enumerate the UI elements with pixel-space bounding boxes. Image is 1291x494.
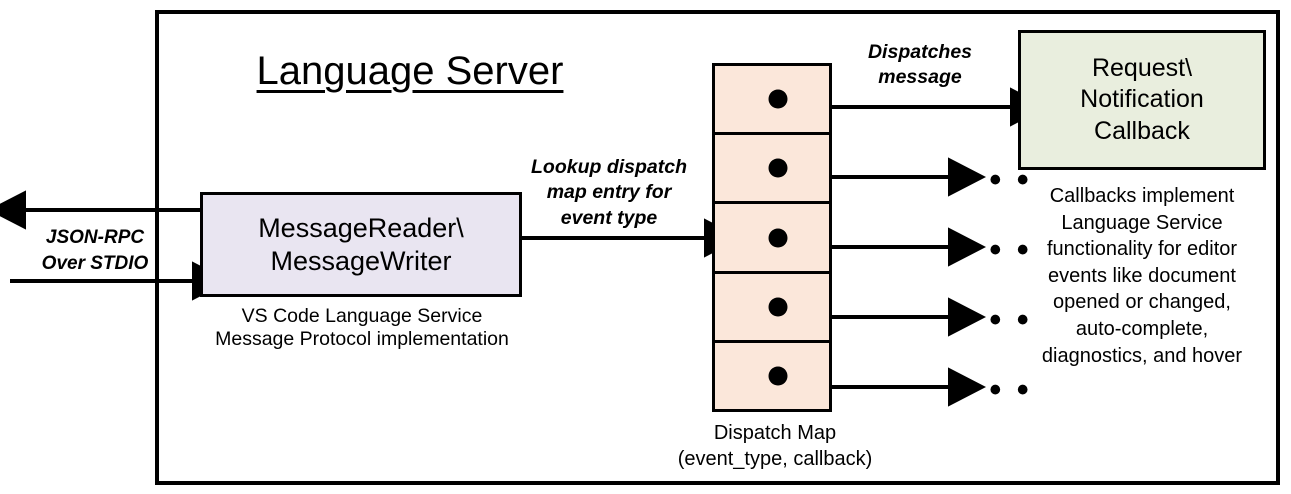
callback-dot-icon (768, 297, 788, 317)
table-row[interactable] (715, 135, 829, 205)
dispatch-map-caption: Dispatch Map (event_type, callback) (677, 422, 873, 470)
table-row[interactable] (715, 274, 829, 343)
message-reader-writer-label: MessageReader\ MessageWriter (258, 212, 464, 276)
jsonrpc-protocol-label: JSON-RPC Over STDIO (41, 227, 149, 274)
message-reader-writer-caption: VS Code Language Service Message Protoco… (215, 305, 509, 350)
callback-dot-icon (768, 228, 788, 247)
table-row[interactable] (715, 204, 829, 274)
callback-dot-icon (768, 366, 788, 386)
table-row[interactable] (715, 343, 829, 409)
language-server-boundary (155, 10, 1280, 485)
lookup-dispatch-label: Lookup dispatch map entry for event type (531, 156, 687, 229)
callback-description: Callbacks implement Language Service fun… (1041, 185, 1243, 367)
ellipsis-row-3: • • • (962, 231, 1032, 269)
request-notification-callback-box[interactable]: Request\ Notification Callback (1018, 30, 1266, 170)
callback-dot-icon (768, 158, 788, 178)
ellipsis-row-4: • • • (962, 301, 1032, 339)
dispatches-message-label: Dispatches message (867, 41, 973, 89)
ellipsis-row-5: • • • (962, 371, 1032, 409)
dispatch-map-table[interactable] (712, 63, 832, 412)
request-notification-callback-label: Request\ Notification Callback (1080, 54, 1204, 145)
page-title: Language Server (256, 49, 564, 93)
callback-dot-icon (768, 89, 788, 109)
ellipsis-row-2: • • • (962, 161, 1032, 199)
table-row[interactable] (715, 66, 829, 136)
message-reader-writer-box[interactable]: MessageReader\ MessageWriter (200, 192, 522, 297)
